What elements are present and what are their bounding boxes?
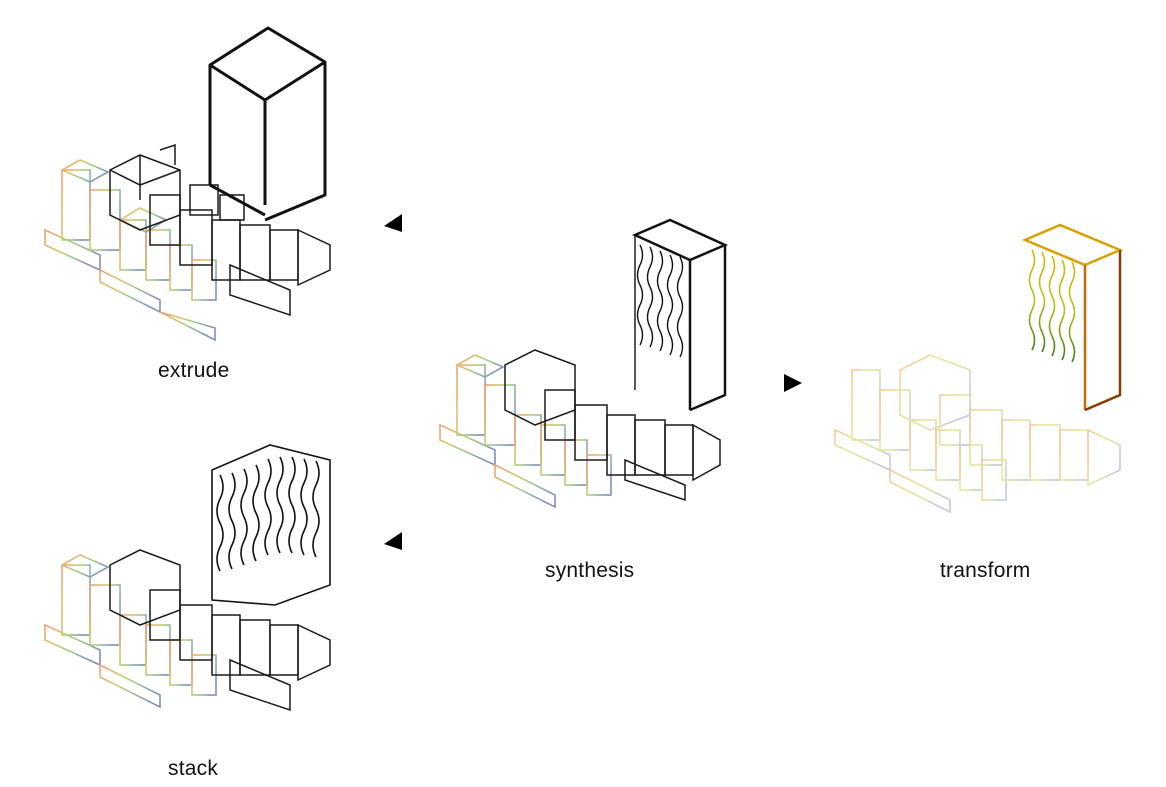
stacked-tower [211,444,331,606]
city-block [439,354,612,509]
synthesis-panel [435,215,735,535]
city-block-dark [109,549,331,712]
arrow-to-transform-icon [784,374,802,392]
stack-diagram [44,444,331,712]
synthesis-label: synthesis [545,559,635,582]
stack-panel [40,435,350,755]
city-block-dark [109,143,331,317]
extrude-label: extrude [158,359,230,382]
transform-diagram [834,223,1124,514]
extruded-tower [208,26,327,222]
transform-label: transform [940,559,1031,582]
transform-panel [830,220,1140,540]
extrude-panel [40,20,350,350]
transform-tower [1021,223,1124,412]
arrow-to-stack-icon [384,532,402,550]
arrow-to-extrude-icon [384,214,402,232]
city-block [834,354,1121,514]
city-block-dark [504,349,721,502]
extrude-diagram [44,26,331,342]
synthesis-diagram [439,218,729,509]
city-block [44,554,217,709]
synthesis-tower [631,218,729,412]
stack-label: stack [168,757,219,780]
